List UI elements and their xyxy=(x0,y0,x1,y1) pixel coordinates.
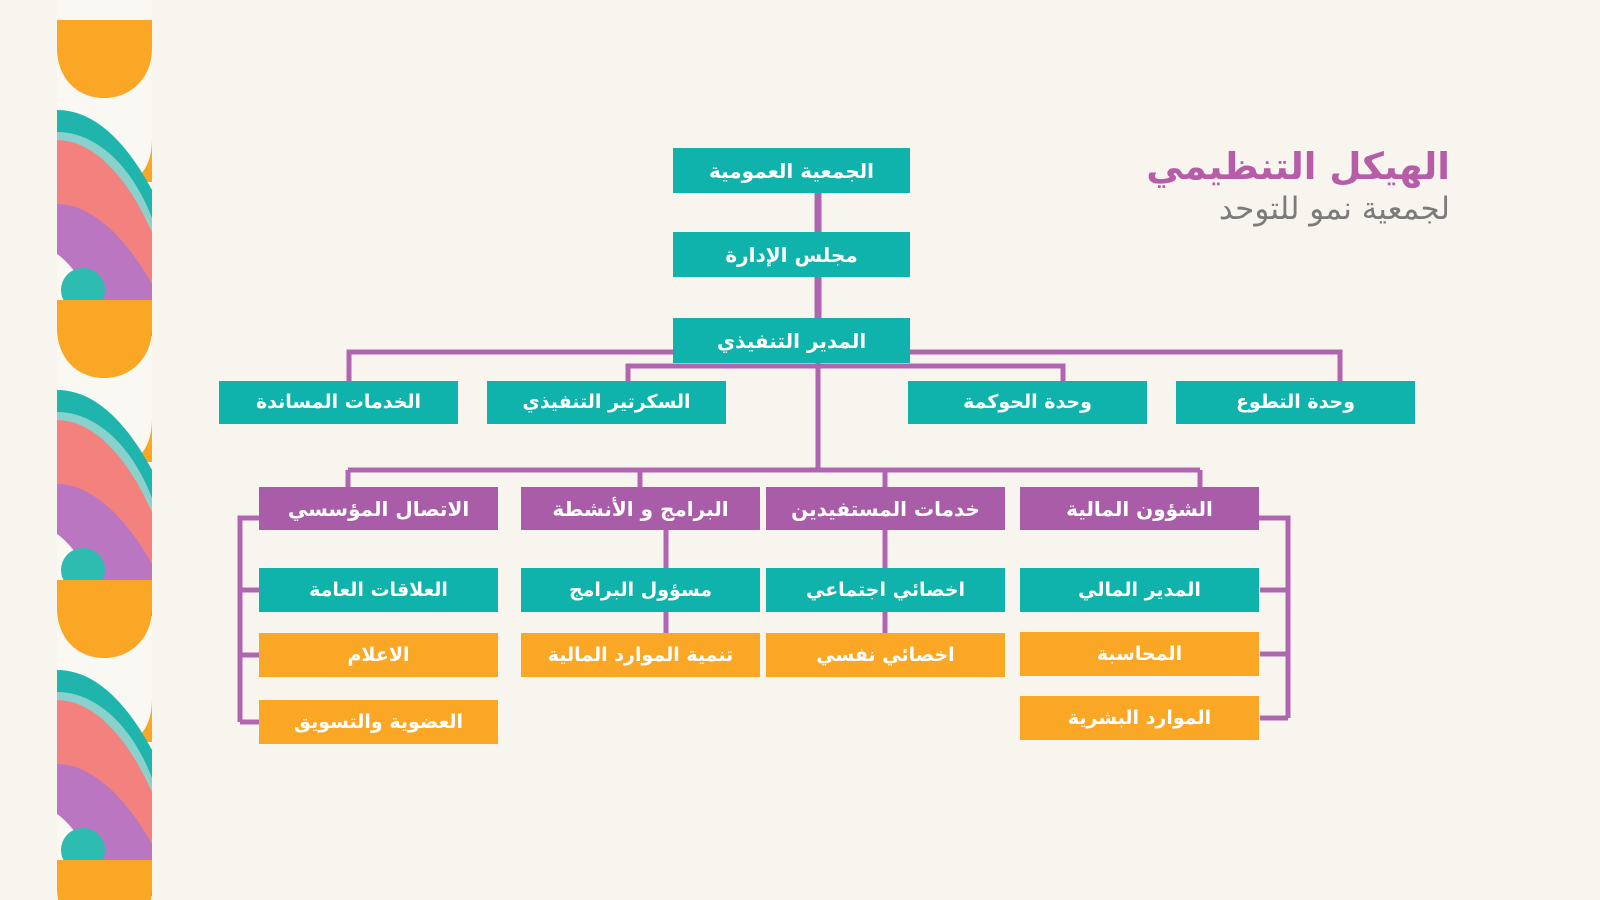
node-executive-director[interactable]: المدير التنفيذي xyxy=(673,318,910,363)
node-media[interactable]: الاعلام xyxy=(259,633,498,677)
node-beneficiary-services[interactable]: خدمات المستفيدين xyxy=(766,487,1005,530)
node-financial-resources-development[interactable]: تنمية الموارد المالية xyxy=(521,633,760,677)
decorative-pattern-icon xyxy=(57,0,152,900)
page-title: الهيكل التنظيمي xyxy=(1146,145,1450,188)
node-psychological-specialist[interactable]: اخصائي نفسي xyxy=(766,633,1005,677)
node-programs-activities[interactable]: البرامج و الأنشطة xyxy=(521,487,760,530)
node-volunteering-unit[interactable]: وحدة التطوع xyxy=(1176,381,1415,424)
node-executive-secretary[interactable]: السكرتير التنفيذي xyxy=(487,381,726,424)
node-financial-manager[interactable]: المدير المالي xyxy=(1020,568,1259,612)
node-public-relations[interactable]: العلاقات العامة xyxy=(259,568,498,612)
node-human-resources[interactable]: الموارد البشرية xyxy=(1020,696,1259,740)
node-corporate-communication[interactable]: الاتصال المؤسسي xyxy=(259,487,498,530)
decorative-side-strip xyxy=(57,0,152,900)
node-social-specialist[interactable]: اخصائي اجتماعي xyxy=(766,568,1005,612)
node-governance-unit[interactable]: وحدة الحوكمة xyxy=(908,381,1147,424)
node-general-assembly[interactable]: الجمعية العمومية xyxy=(673,148,910,193)
page-subtitle: لجمعية نمو للتوحد xyxy=(1218,191,1450,228)
node-board-of-directors[interactable]: مجلس الإدارة xyxy=(673,232,910,277)
node-support-services[interactable]: الخدمات المساندة xyxy=(219,381,458,424)
node-accounting[interactable]: المحاسبة xyxy=(1020,632,1259,676)
node-financial-affairs[interactable]: الشؤون المالية xyxy=(1020,487,1259,530)
title-block: الهيكل التنظيمي لجمعية نمو للتوحد xyxy=(1146,146,1450,229)
node-membership-marketing[interactable]: العضوية والتسويق xyxy=(259,700,498,744)
node-programs-officer[interactable]: مسؤول البرامج xyxy=(521,568,760,612)
